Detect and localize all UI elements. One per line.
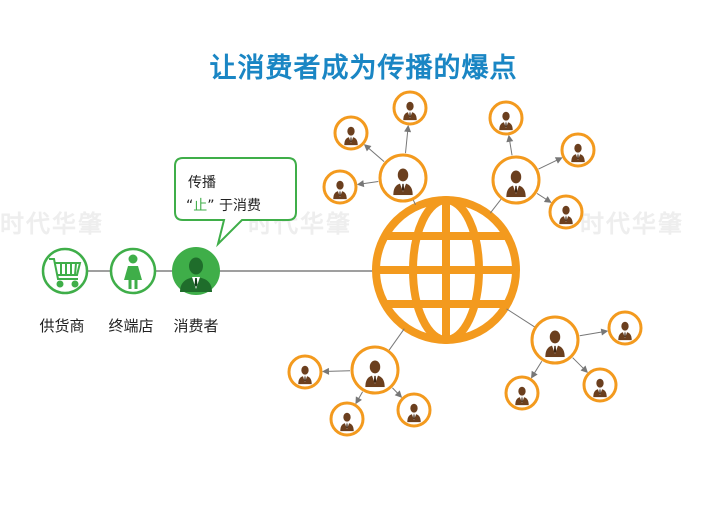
supplier-node (41, 247, 89, 295)
leaf-node (396, 392, 432, 428)
hub-connector (489, 198, 502, 214)
spread-arrow (356, 180, 379, 188)
consumer-node (172, 247, 220, 295)
leaf-node (287, 354, 323, 390)
woman-icon (124, 254, 142, 289)
watermark-right: 时代华肇 (580, 210, 684, 238)
leaf-node (548, 194, 584, 230)
leaf-node (329, 401, 365, 437)
network-layer (287, 90, 643, 437)
watermark-left: 时代华肇 (0, 210, 104, 238)
leaf-node (333, 115, 369, 151)
spread-arrow (321, 367, 351, 375)
bubble-line2: “止” 于消费 (186, 195, 261, 215)
hub-node (491, 155, 541, 205)
bubble-line1: 传播 (188, 175, 216, 191)
spread-arrow (363, 144, 385, 163)
leaf-node (504, 375, 540, 411)
spread-arrow (530, 360, 543, 379)
spread-arrow (536, 193, 552, 203)
leaf-node (582, 367, 618, 403)
quote-close: ” (207, 198, 215, 214)
globe-icon (372, 196, 520, 344)
hub-connector (412, 199, 416, 205)
hub-node (378, 153, 428, 203)
quote-open: “ (186, 198, 194, 214)
terminal-label: 终端店 (108, 317, 154, 335)
speech-bubble (174, 157, 297, 248)
hub-connector (388, 328, 405, 351)
spread-arrow (572, 357, 588, 373)
terminal-node (109, 247, 157, 295)
consumer-label: 消费者 (173, 317, 219, 335)
bubble-rest: 于消费 (218, 198, 261, 214)
leaf-node (488, 100, 524, 136)
leaf-node (322, 169, 358, 205)
leaf-node (392, 90, 428, 126)
spread-arrow (538, 157, 563, 170)
hub-connector (506, 308, 536, 328)
hub-node (530, 315, 580, 365)
highlight-word: 止 (193, 198, 208, 214)
spread-arrow (355, 391, 364, 405)
spread-arrow (392, 387, 403, 398)
man-in-suit-icon (180, 257, 212, 292)
hub-node (350, 345, 400, 395)
page-title: 让消费者成为传播的爆点 (209, 53, 518, 84)
spread-arrow (506, 134, 514, 156)
spread-arrow (579, 328, 609, 337)
supplier-label: 供货商 (39, 317, 85, 335)
leaf-node (560, 132, 596, 168)
shopping-cart-icon (49, 258, 82, 288)
spread-arrow (404, 124, 412, 154)
leaf-node (607, 310, 643, 346)
